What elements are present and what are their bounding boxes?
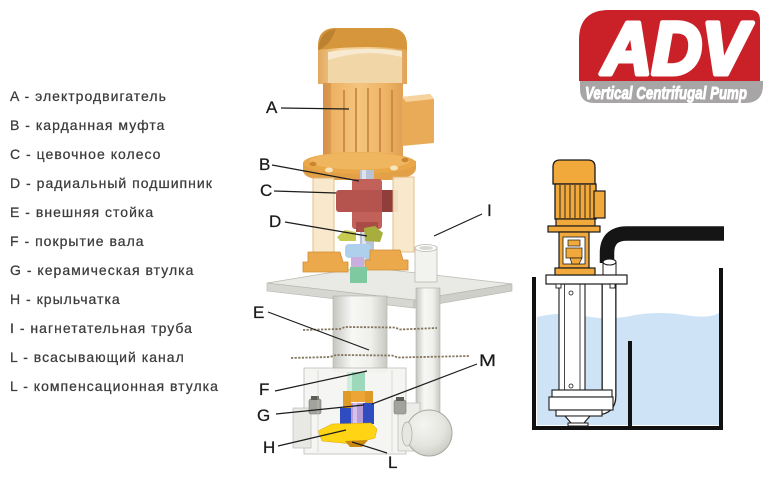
svg-text:H: H: [263, 438, 275, 457]
svg-text:I: I: [487, 201, 492, 220]
svg-text:M: M: [479, 351, 496, 370]
svg-text:G: G: [257, 406, 270, 425]
svg-text:ADV: ADV: [600, 7, 753, 90]
svg-text:B: B: [259, 155, 270, 174]
svg-text:F: F: [259, 380, 269, 399]
svg-text:C: C: [260, 181, 272, 200]
svg-text:L: L: [388, 453, 397, 472]
svg-text:E: E: [253, 303, 264, 322]
svg-text:D: D: [269, 212, 281, 231]
svg-text:A: A: [266, 98, 278, 117]
svg-text:Vertical Centrifugal Pump: Vertical Centrifugal Pump: [585, 83, 747, 103]
